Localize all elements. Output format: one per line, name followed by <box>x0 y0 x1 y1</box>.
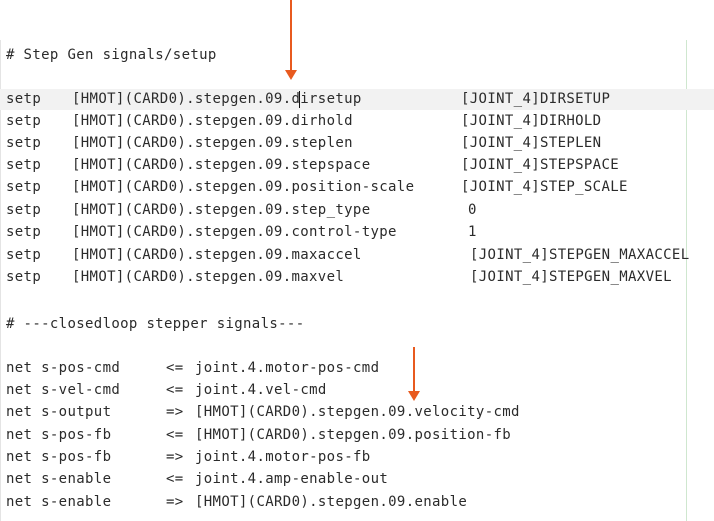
net-signal: net s-output <box>6 404 112 420</box>
setp-pin: [HMOT](CARD0).stepgen.09.steplen <box>72 135 353 151</box>
net-target: [HMOT](CARD0).stepgen.09.position-fb <box>195 427 512 443</box>
annotation-arrow-top <box>285 0 297 82</box>
net-signal: net s-pos-fb <box>6 427 112 443</box>
net-direction: <= <box>166 360 184 376</box>
setp-command: setp <box>6 247 42 263</box>
comment-closedloop-line[interactable]: # ---closedloop stepper signals--- <box>6 316 305 332</box>
setp-command: setp <box>6 157 42 173</box>
net-target: [HMOT](CARD0).stepgen.09.velocity-cmd <box>195 404 520 420</box>
setp-command: setp <box>6 113 42 129</box>
net-target: joint.4.motor-pos-cmd <box>195 360 380 376</box>
setp-pin: [HMOT](CARD0).stepgen.09.maxaccel <box>72 247 362 263</box>
setp-value: [JOINT_4]STEPLEN <box>461 135 602 151</box>
current-line-highlight <box>0 89 714 110</box>
net-target: joint.4.motor-pos-fb <box>195 449 371 465</box>
setp-value: [JOINT_4]DIRSETUP <box>461 91 611 107</box>
net-target: joint.4.vel-cmd <box>195 382 327 398</box>
setp-value: [JOINT_4]DIRHOLD <box>461 113 602 129</box>
setp-pin: [HMOT](CARD0).stepgen.09.dirsetup <box>72 91 362 107</box>
setp-pin: [HMOT](CARD0).stepgen.09.dirhold <box>72 113 353 129</box>
setp-value: 0 <box>468 202 477 218</box>
setp-value: 1 <box>468 224 477 240</box>
net-signal: net s-enable <box>6 471 112 487</box>
net-signal: net s-vel-cmd <box>6 382 121 398</box>
setp-pin: [HMOT](CARD0).stepgen.09.stepspace <box>72 157 371 173</box>
setp-pin: [HMOT](CARD0).stepgen.09.control-type <box>72 224 397 240</box>
net-direction: => <box>166 494 184 510</box>
text-caret <box>299 91 300 108</box>
comment-stepgen-line[interactable]: # Step Gen signals/setup <box>6 47 217 63</box>
setp-value: [JOINT_4]STEPGEN_MAXACCEL <box>470 247 690 263</box>
net-direction: => <box>166 404 184 420</box>
net-signal: net s-pos-cmd <box>6 360 121 376</box>
right-margin-guide <box>686 40 687 521</box>
net-target: joint.4.amp-enable-out <box>195 471 389 487</box>
setp-command: setp <box>6 91 42 107</box>
net-direction: <= <box>166 427 184 443</box>
setp-command: setp <box>6 224 42 240</box>
setp-pin: [HMOT](CARD0).stepgen.09.maxvel <box>72 269 345 285</box>
net-target: [HMOT](CARD0).stepgen.09.enable <box>195 494 468 510</box>
setp-command: setp <box>6 179 42 195</box>
setp-command: setp <box>6 269 42 285</box>
setp-pin: [HMOT](CARD0).stepgen.09.position-scale <box>72 179 415 195</box>
setp-value: [JOINT_4]STEPSPACE <box>461 157 620 173</box>
annotation-arrow-middle <box>408 347 420 403</box>
setp-command: setp <box>6 202 42 218</box>
setp-value: [JOINT_4]STEPGEN_MAXVEL <box>470 269 672 285</box>
net-direction: => <box>166 449 184 465</box>
net-direction: <= <box>166 471 184 487</box>
net-signal: net s-pos-fb <box>6 449 112 465</box>
setp-pin: [HMOT](CARD0).stepgen.09.step_type <box>72 202 371 218</box>
setp-command: setp <box>6 135 42 151</box>
setp-value: [JOINT_4]STEP_SCALE <box>461 179 628 195</box>
gutter-divider <box>0 40 1 521</box>
net-signal: net s-enable <box>6 494 112 510</box>
net-direction: <= <box>166 382 184 398</box>
